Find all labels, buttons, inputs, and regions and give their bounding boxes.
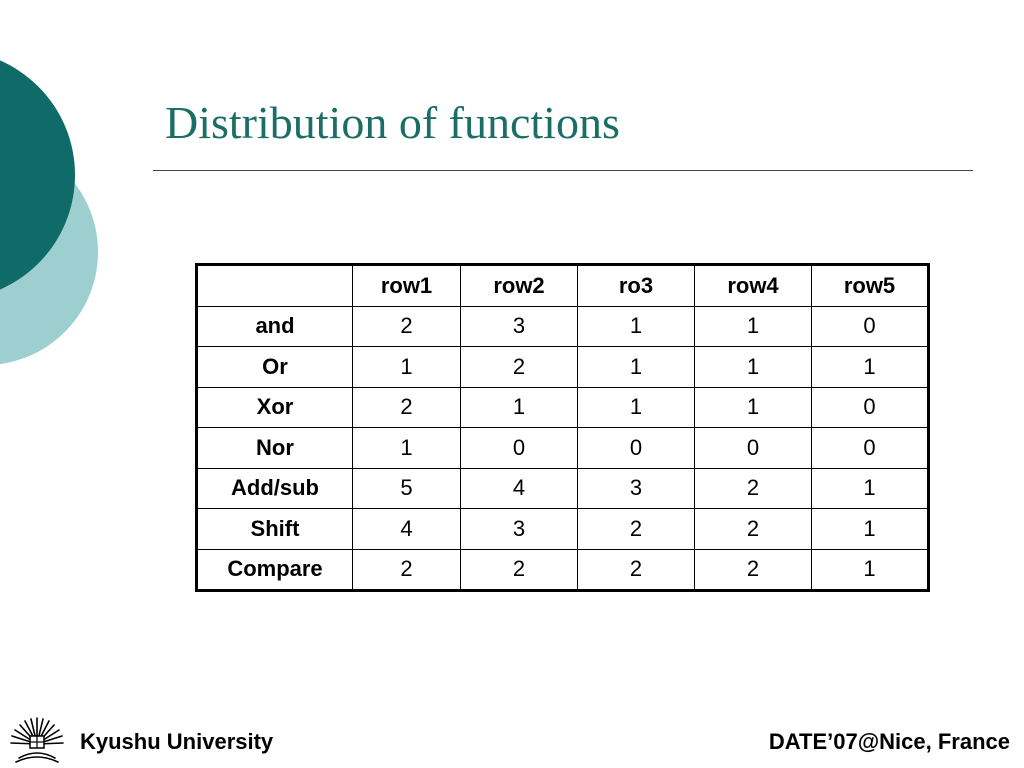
table-cell: 2 bbox=[352, 305, 461, 347]
table-cell: 2 bbox=[577, 508, 695, 550]
row-label: Compare bbox=[196, 548, 353, 591]
table-row: Shift 4 3 2 2 1 bbox=[196, 508, 929, 550]
table-cell: 1 bbox=[811, 346, 929, 388]
table-cell: 4 bbox=[352, 508, 461, 550]
table-cell: 2 bbox=[577, 548, 695, 591]
table-cell: 2 bbox=[460, 346, 578, 388]
table-cell: 2 bbox=[460, 548, 578, 591]
table-cell: 2 bbox=[352, 386, 461, 428]
table-cell: 1 bbox=[811, 508, 929, 550]
table-row: Add/sub 5 4 3 2 1 bbox=[196, 467, 929, 509]
table-cell: 1 bbox=[577, 305, 695, 347]
row-label: Xor bbox=[196, 386, 353, 428]
table-corner-cell bbox=[196, 264, 353, 307]
table-header-row: row1 row2 ro3 row4 row5 bbox=[196, 264, 929, 307]
table-row: Nor 1 0 0 0 0 bbox=[196, 427, 929, 469]
table-cell: 2 bbox=[694, 548, 812, 591]
table-cell: 1 bbox=[460, 386, 578, 428]
table-cell: 3 bbox=[460, 508, 578, 550]
table-cell: 0 bbox=[460, 427, 578, 469]
table-cell: 0 bbox=[811, 427, 929, 469]
decorative-circles bbox=[0, 60, 98, 364]
row-label: Or bbox=[196, 346, 353, 388]
table-row: and 2 3 1 1 0 bbox=[196, 305, 929, 347]
table-cell: 1 bbox=[577, 386, 695, 428]
table-cell: 1 bbox=[577, 346, 695, 388]
kyushu-university-emblem-icon bbox=[10, 717, 64, 763]
footer-institution: Kyushu University bbox=[80, 729, 274, 754]
decorative-circle-dark bbox=[0, 60, 75, 290]
table-cell: 1 bbox=[352, 346, 461, 388]
table-cell: 1 bbox=[811, 467, 929, 509]
table-cell: 0 bbox=[811, 386, 929, 428]
footer-conference: DATE’07@Nice, France bbox=[768, 729, 1010, 754]
table-row: Or 1 2 1 1 1 bbox=[196, 346, 929, 388]
row-label: Add/sub bbox=[196, 467, 353, 509]
table-cell: 3 bbox=[577, 467, 695, 509]
row-label: Shift bbox=[196, 508, 353, 550]
row-label: and bbox=[196, 305, 353, 347]
table-cell: 0 bbox=[577, 427, 695, 469]
table-cell: 2 bbox=[694, 467, 812, 509]
table-cell: 3 bbox=[460, 305, 578, 347]
column-header: row5 bbox=[811, 264, 929, 307]
table-cell: 5 bbox=[352, 467, 461, 509]
column-header: row4 bbox=[694, 264, 812, 307]
table-cell: 2 bbox=[694, 508, 812, 550]
table-row: Compare 2 2 2 2 1 bbox=[196, 548, 929, 591]
row-label: Nor bbox=[196, 427, 353, 469]
table-cell: 2 bbox=[352, 548, 461, 591]
table-cell: 1 bbox=[811, 548, 929, 591]
title-divider bbox=[153, 170, 973, 171]
function-distribution-table: row1 row2 ro3 row4 row5 and 2 3 1 1 0 Or… bbox=[195, 263, 930, 592]
table-cell: 0 bbox=[811, 305, 929, 347]
table-row: Xor 2 1 1 1 0 bbox=[196, 386, 929, 428]
column-header: ro3 bbox=[577, 264, 695, 307]
slide-title: Distribution of functions bbox=[165, 97, 620, 148]
table-cell: 4 bbox=[460, 467, 578, 509]
table-cell: 1 bbox=[694, 305, 812, 347]
column-header: row2 bbox=[460, 264, 578, 307]
table-cell: 1 bbox=[694, 386, 812, 428]
table-cell: 0 bbox=[694, 427, 812, 469]
table-cell: 1 bbox=[694, 346, 812, 388]
column-header: row1 bbox=[352, 264, 461, 307]
table-cell: 1 bbox=[352, 427, 461, 469]
